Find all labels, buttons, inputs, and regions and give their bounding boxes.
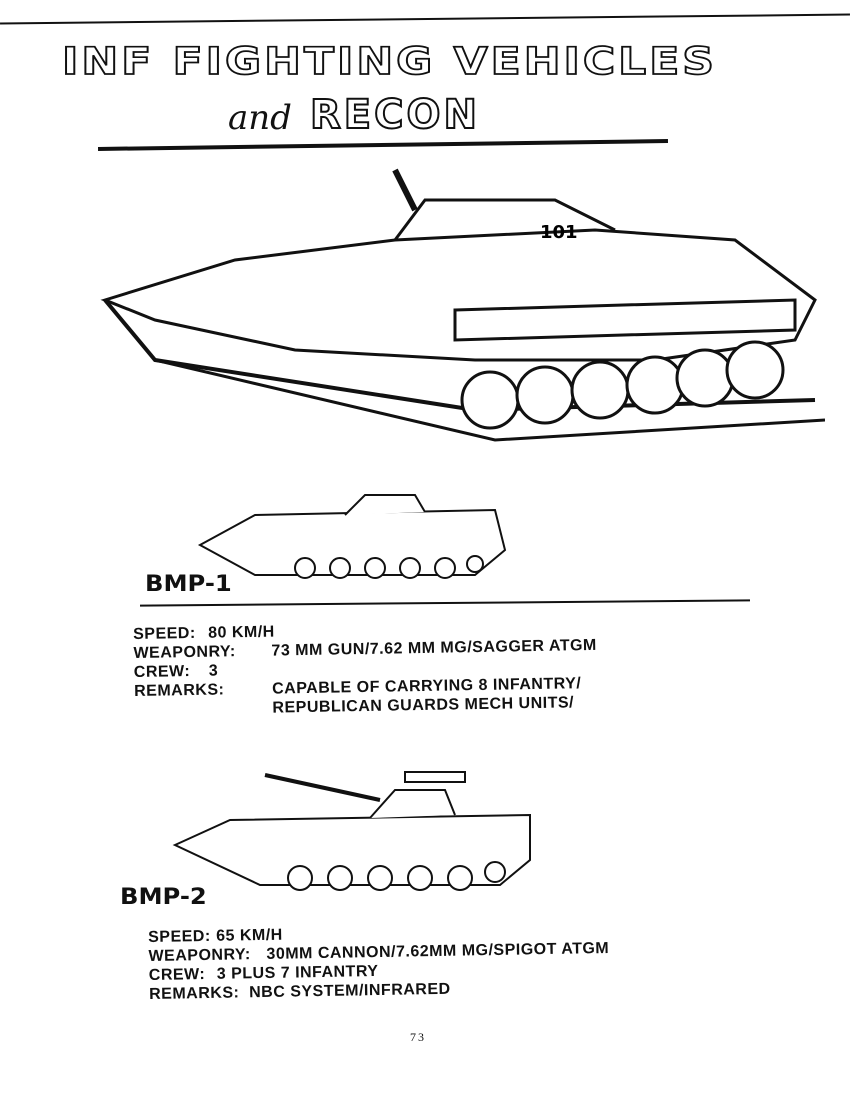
bmp2-illustration [172,771,531,891]
page-number: 73 [410,1030,426,1044]
page-title: INF FIGHTING VEHICLES [61,39,717,84]
bmp2-specs: SPEED:65 KM/H WEAPONRY:30MM CANNON/7.62M… [148,920,610,1004]
vehicle-name-bmp2: BMP-2 [120,885,207,910]
bmp1-specs: SPEED:80 KM/H WEAPONRY:73 MM GUN/7.62 MM… [133,617,598,720]
hull-number: 101 [540,222,578,243]
vehicle-name-bmp1: BMP-1 [145,572,232,597]
title-and: and [228,98,292,138]
bmp1-side-illustration [197,494,507,579]
section-rule [140,599,750,607]
title-underline [97,139,669,151]
top-rule [0,13,850,25]
bmp1-main-illustration: 101 [100,168,825,442]
page-subtitle: RECON [309,91,480,139]
